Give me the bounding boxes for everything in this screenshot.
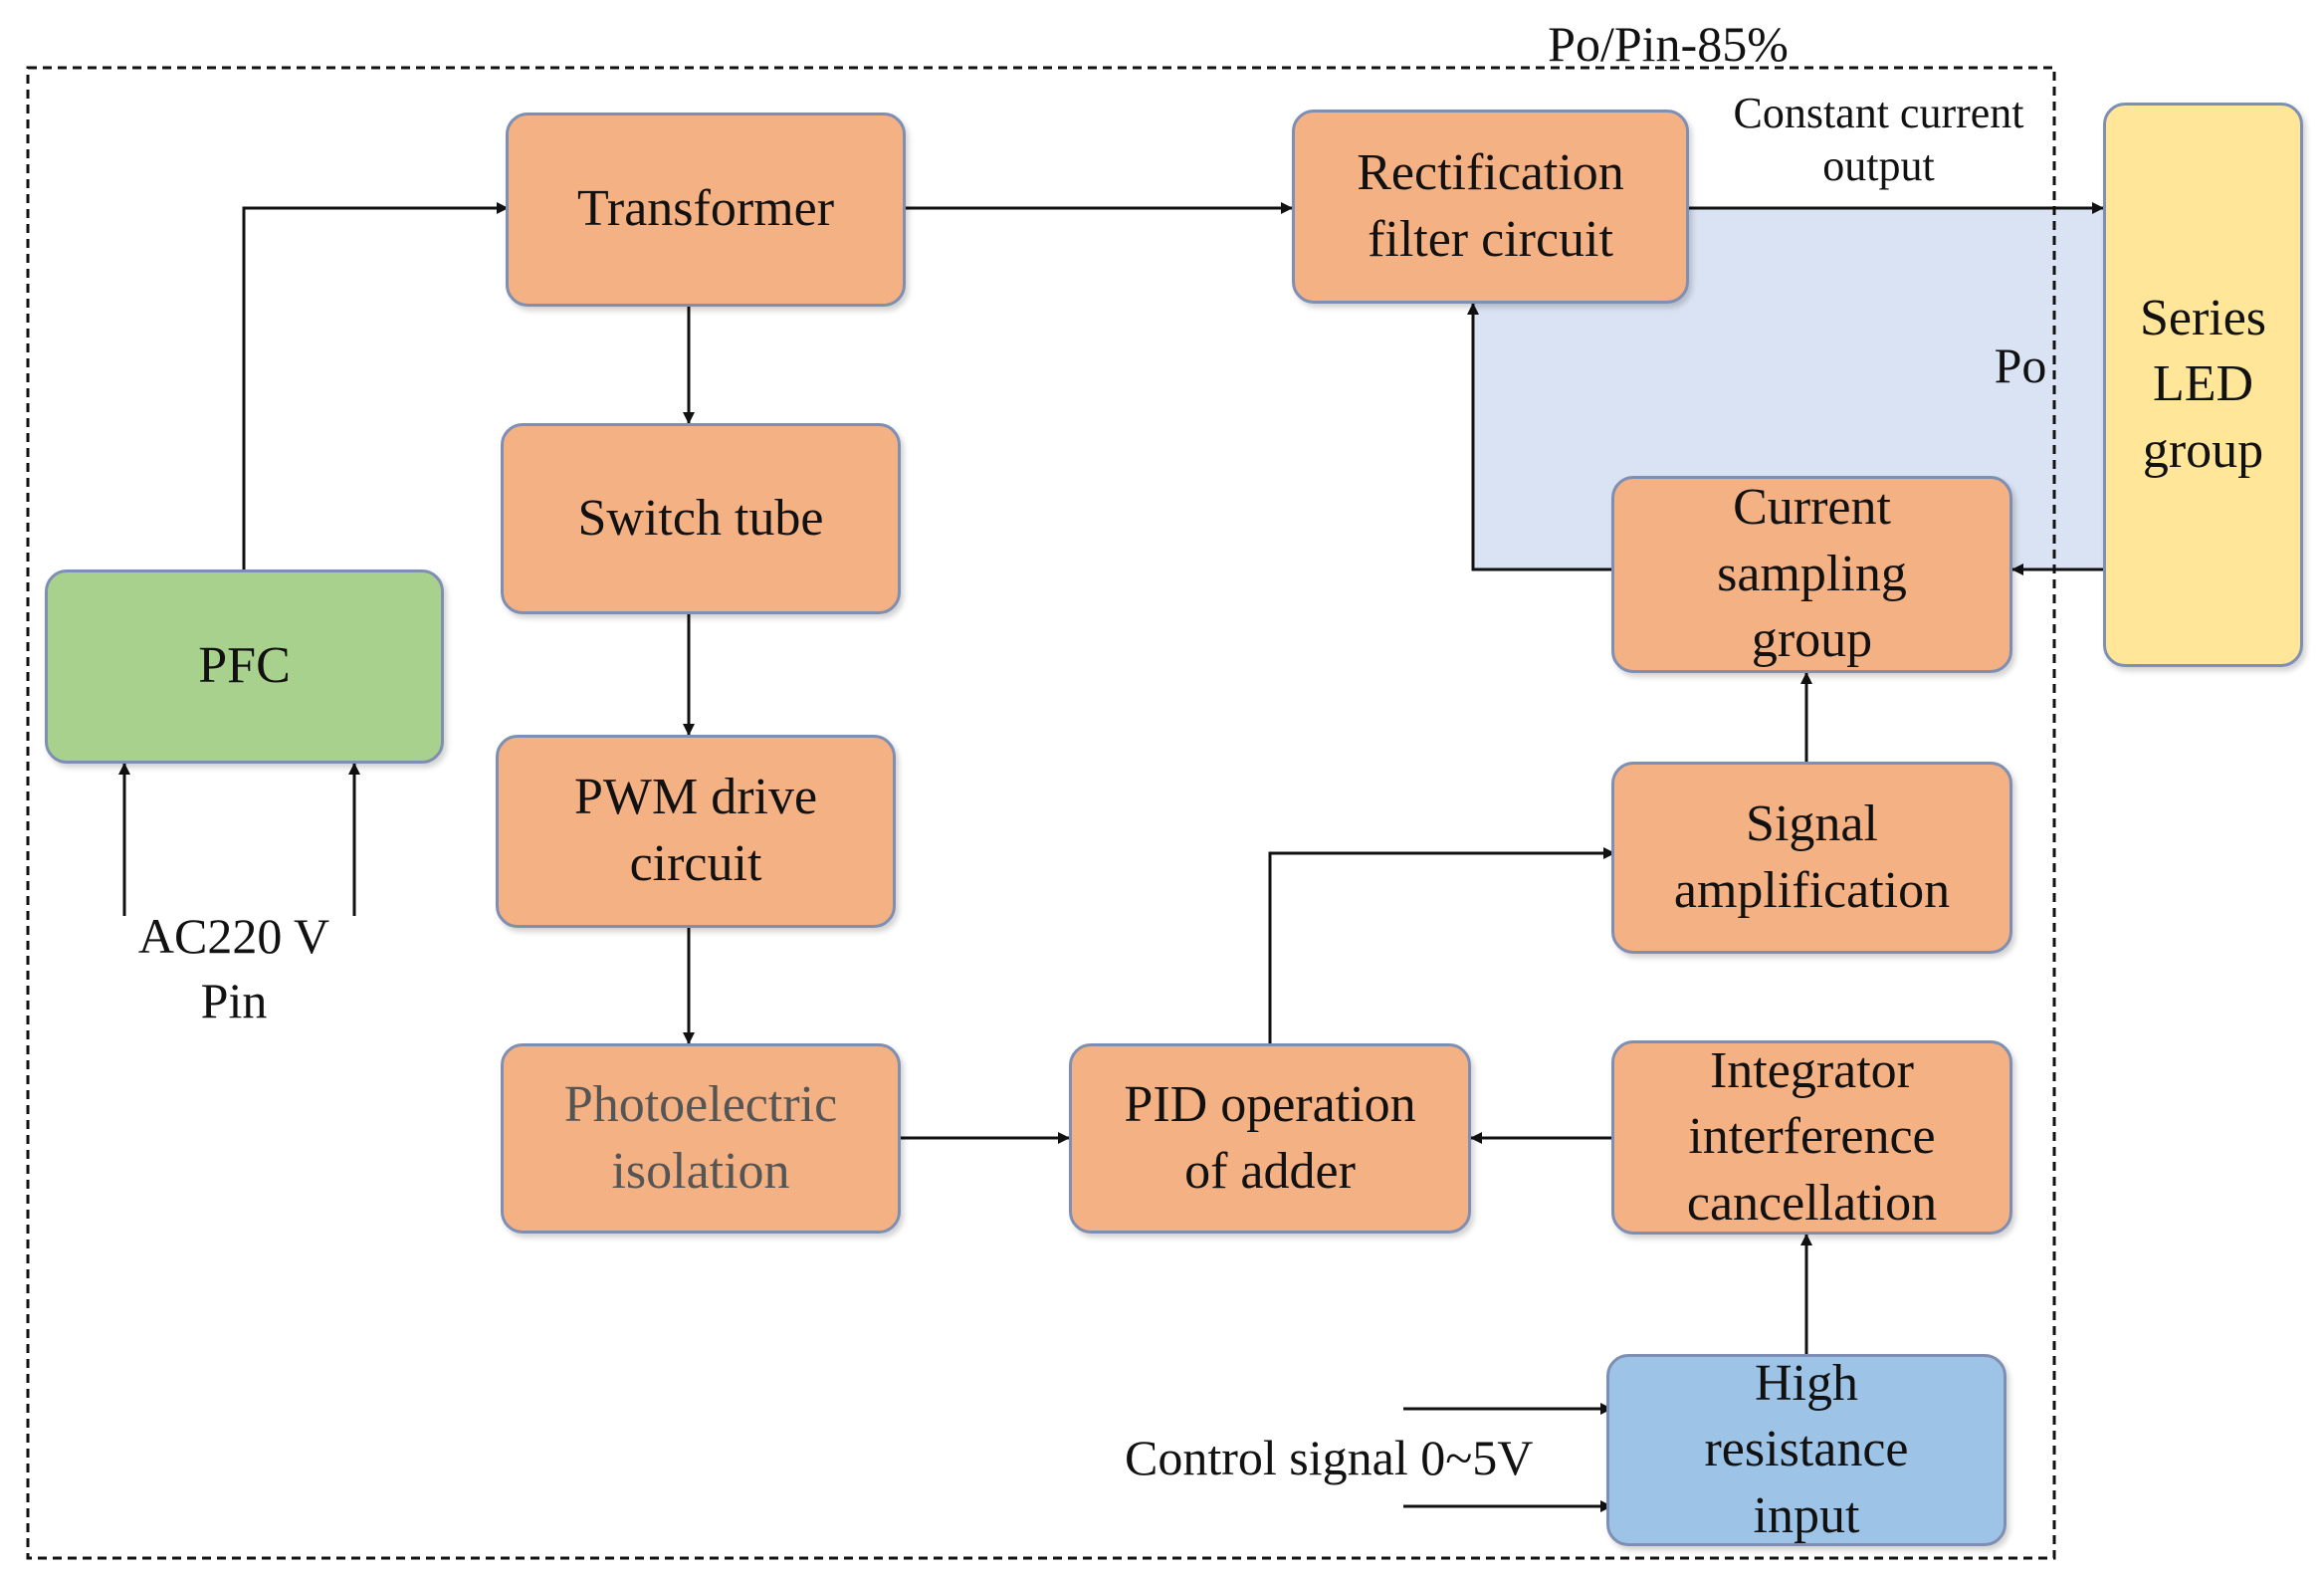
switch-tube-block: Switch tube bbox=[501, 423, 901, 614]
photoelectric-isolation-label: Photoelectric isolation bbox=[563, 1075, 838, 1200]
photoelectric-isolation-block: Photoelectric isolation bbox=[501, 1043, 901, 1234]
po-label: Po bbox=[1994, 338, 2047, 393]
rectification-filter-label: Rectification filter circuit bbox=[1357, 143, 1624, 268]
integrator-label: Integrator interference cancellation bbox=[1686, 1041, 1938, 1232]
connector-pid-amplification bbox=[1268, 847, 1615, 1043]
pwm-drive-label: PWM drive circuit bbox=[573, 769, 818, 892]
current-sampling-label: Current sampling group bbox=[1717, 479, 1907, 669]
series-led-block: Series LED group bbox=[2103, 103, 2303, 667]
pwm-drive-block: PWM drive circuit bbox=[496, 735, 896, 928]
connector-pfc-transformer bbox=[242, 202, 509, 569]
rectification-filter-block: Rectification filter circuit bbox=[1292, 110, 1689, 304]
pfc-block: PFC bbox=[45, 569, 444, 764]
signal-amplification-block: Signal amplification bbox=[1611, 762, 2012, 954]
integrator-block: Integrator interference cancellation bbox=[1611, 1040, 2012, 1235]
current-sampling-block: Current sampling group bbox=[1611, 476, 2012, 673]
pfc-label: PFC bbox=[198, 637, 291, 695]
control-signal-label: Control signal 0~5V bbox=[1125, 1430, 1534, 1485]
high-resistance-input-label: High resistance input bbox=[1704, 1354, 1909, 1544]
pid-adder-label: PID operation of adder bbox=[1124, 1075, 1416, 1200]
pid-adder-block: PID operation of adder bbox=[1069, 1043, 1471, 1234]
transformer-label: Transformer bbox=[576, 180, 835, 238]
dashed-boundary bbox=[26, 66, 2056, 1560]
efficiency-label: Po/Pin-85% bbox=[1548, 16, 1789, 72]
ac-input-label: AC220 V Pin bbox=[137, 908, 330, 1028]
series-led-label: Series LED group bbox=[2139, 289, 2267, 479]
connector-sampling-rectification bbox=[1467, 303, 1614, 571]
switch-tube-label: Switch tube bbox=[577, 489, 824, 547]
constant-current-label: Constant current output bbox=[1733, 89, 2024, 190]
high-resistance-input-block: High resistance input bbox=[1606, 1354, 2007, 1546]
transformer-block: Transformer bbox=[506, 113, 906, 307]
signal-amplification-label: Signal amplification bbox=[1673, 794, 1951, 919]
